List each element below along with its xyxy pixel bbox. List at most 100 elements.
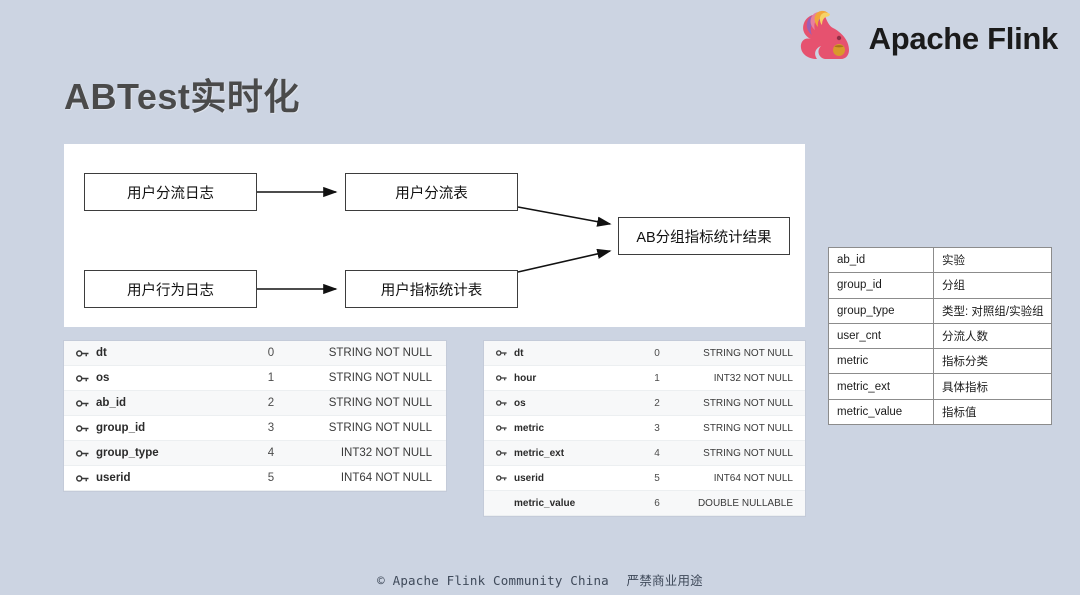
key-icon [76,424,89,433]
schema-field-name: ab_id [96,397,127,409]
schema-field-type: INT32 NOT NULL [713,372,793,384]
dictionary-row: metric 指标分类 [829,349,1051,375]
key-icon [496,474,507,482]
schema-row: dt 0 STRING NOT NULL [484,341,805,366]
flow-box-user-split-table: 用户分流表 [345,173,518,211]
schema-field: userid [496,473,633,484]
schema-row: metric_ext 4 STRING NOT NULL [484,441,805,466]
schema-field-name: hour [514,372,537,384]
schema-field-type: INT32 NOT NULL [340,447,432,459]
schema-row: userid 5 INT64 NOT NULL [484,466,805,491]
dictionary-field-desc: 具体指标 [942,381,988,394]
schema-field-name: userid [514,472,545,484]
footer-notice: 严禁商业用途 [626,574,703,588]
key-icon [496,424,507,432]
schema-field-name: group_id [96,422,146,434]
key-icon [76,399,89,408]
dictionary-field-desc: 实验 [942,255,965,268]
schema-row: metric 3 STRING NOT NULL [484,416,805,441]
key-icon [76,449,89,458]
schema-field-index: 3 [267,422,275,434]
key-icon [76,474,89,483]
schema-field: group_type [76,447,242,459]
schema-field-index: 5 [267,472,275,484]
dictionary-field-desc: 指标分类 [942,356,988,369]
schema-field-type: STRING NOT NULL [703,422,793,434]
footer: © Apache Flink Community China 严禁商业用途 [0,570,1080,589]
schema-field-index: 1 [654,372,660,384]
schema-field: os [496,398,633,409]
key-icon [76,374,89,383]
schema-field-index: 4 [654,447,660,459]
schema-field: group_id [76,422,242,434]
schema-field-index: 0 [267,347,275,359]
flow-box-user-metric-table: 用户指标统计表 [345,270,518,308]
schema-field-name: metric_ext [514,447,565,459]
dictionary-field-desc: 分组 [942,280,965,293]
schema-row: userid 5 INT64 NOT NULL [64,466,446,491]
schema-field-type: STRING NOT NULL [328,422,432,434]
schema-field: userid [76,472,242,484]
schema-field: metric [496,423,633,434]
page-title: ABTest实时化 [64,76,300,117]
architecture-diagram: 用户分流日志 用户分流表 用户行为日志 用户指标统计表 AB分组指标统计结果 [64,144,805,327]
key-icon [496,399,507,407]
schema-field: metric_value [496,498,633,509]
schema-field-name: dt [514,347,524,359]
dictionary-row: group_id 分组 [829,273,1051,299]
dictionary-row: metric_value 指标值 [829,399,1051,426]
schema-field-index: 6 [654,497,660,509]
schema-field-name: os [96,372,110,384]
key-icon [496,499,507,507]
key-icon [76,349,89,358]
schema-field-type: STRING NOT NULL [328,397,432,409]
schema-field-name: os [514,397,526,409]
schema-row: hour 1 INT32 NOT NULL [484,366,805,391]
schema-field-index: 5 [654,472,660,484]
schema-field-type: INT64 NOT NULL [340,472,432,484]
schema-field-index: 4 [267,447,275,459]
schema-field-name: metric [514,422,545,434]
schema-field: os [76,372,242,384]
schema-field-type: STRING NOT NULL [703,447,793,459]
schema-row: group_type 4 INT32 NOT NULL [64,441,446,466]
schema-field: metric_ext [496,448,633,459]
schema-field-name: group_type [96,447,159,459]
dictionary-field-name: metric [829,349,934,374]
schema-field-type: STRING NOT NULL [328,347,432,359]
schema-row: group_id 3 STRING NOT NULL [64,416,446,441]
schema-field-index: 1 [267,372,275,384]
dictionary-field-desc: 指标值 [942,406,977,419]
schema-field: ab_id [76,397,242,409]
flow-box-user-split-log: 用户分流日志 [84,173,257,211]
schema-field-type: DOUBLE NULLABLE [697,497,793,509]
schema-field-type: STRING NOT NULL [703,347,793,359]
footer-copyright: © Apache Flink Community China [377,573,609,588]
schema-row: dt 0 STRING NOT NULL [64,341,446,366]
dictionary-row: metric_ext 具体指标 [829,374,1051,400]
schema-field-index: 2 [654,397,660,409]
schema-field-index: 3 [654,422,660,434]
brand-header: Apache Flink [795,10,1058,68]
flow-box-ab-group-result: AB分组指标统计结果 [618,217,790,255]
schema-row: os 1 STRING NOT NULL [64,366,446,391]
dictionary-field-name: metric_value [829,399,934,425]
schema-field: dt [496,348,633,359]
key-icon [496,374,507,382]
dictionary-field-name: group_id [829,273,934,298]
schema-field-type: STRING NOT NULL [328,372,432,384]
dictionary-field-name: metric_ext [829,374,934,399]
flink-squirrel-logo-icon [795,10,857,68]
schema-field-name: userid [96,472,131,484]
schema-field-index: 0 [654,347,660,359]
schema-field-name: dt [96,347,107,359]
schema-field-type: INT64 NOT NULL [713,472,793,484]
dictionary-field-desc: 类型: 对照组/实验组 [942,305,1044,318]
key-icon [496,349,507,357]
